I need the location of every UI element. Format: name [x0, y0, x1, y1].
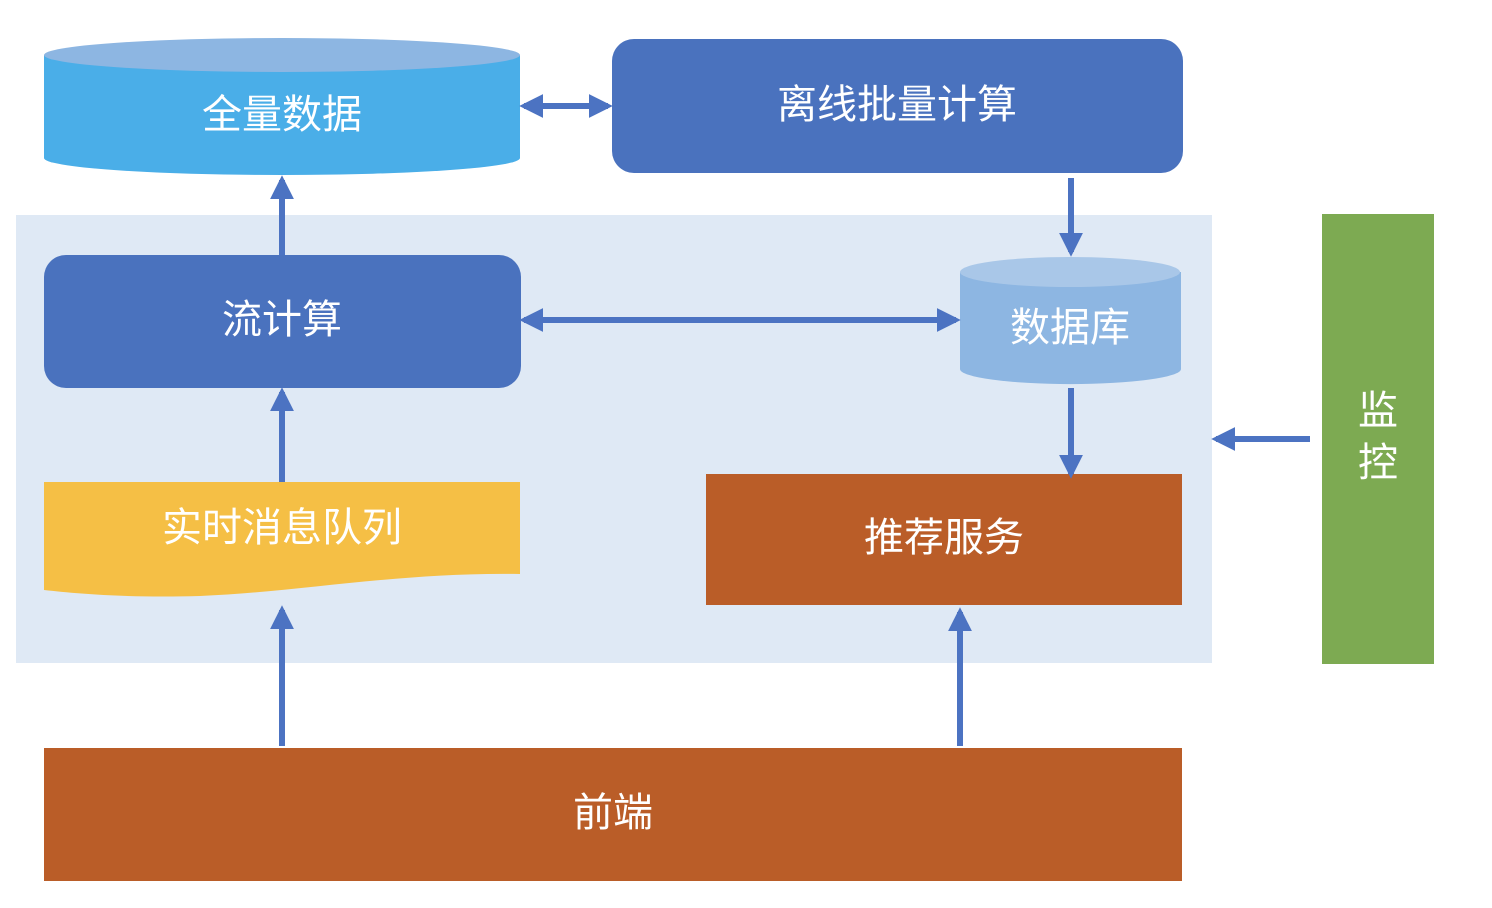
- monitor-label-line2: 控: [1358, 440, 1398, 486]
- offline-batch-label: 离线批量计算: [777, 82, 1017, 128]
- monitor-label-line1: 监: [1358, 388, 1398, 434]
- offline-batch-node: 离线批量计算: [612, 39, 1183, 173]
- full-data-cylinder: 全量数据: [44, 38, 520, 175]
- frontend-label: 前端: [573, 790, 653, 836]
- monitor-node: 监 控: [1322, 214, 1434, 664]
- stream-compute-node: 流计算: [44, 255, 521, 388]
- recommend-service-node: 推荐服务: [706, 474, 1182, 605]
- frontend-node: 前端: [44, 748, 1182, 881]
- full-data-label: 全量数据: [202, 92, 362, 138]
- recommend-service-label: 推荐服务: [864, 515, 1024, 561]
- message-queue-label: 实时消息队列: [162, 505, 402, 551]
- database-label: 数据库: [1010, 305, 1130, 351]
- stream-compute-label: 流计算: [222, 297, 342, 343]
- message-queue-node: 实时消息队列: [44, 482, 520, 597]
- database-cylinder: 数据库: [960, 257, 1181, 385]
